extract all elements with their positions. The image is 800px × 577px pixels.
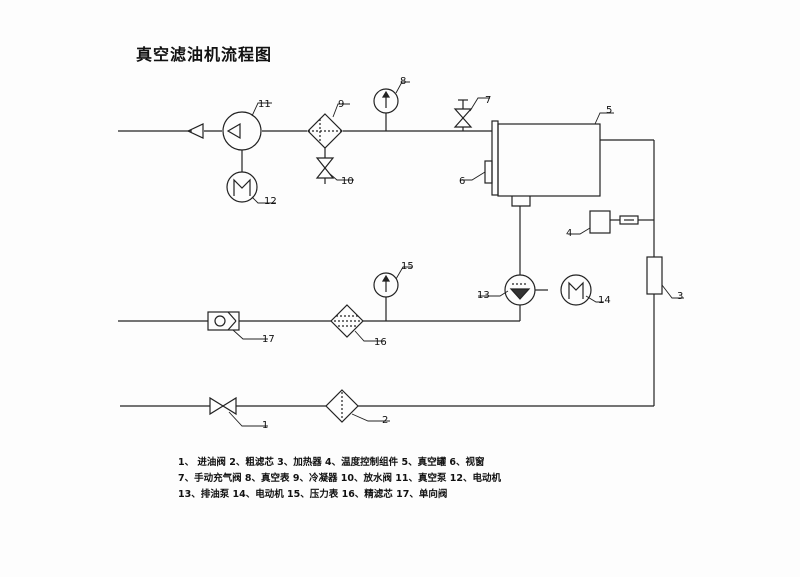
heater-3 bbox=[646, 256, 663, 295]
leader-lines bbox=[228, 81, 684, 427]
label-8: 8 bbox=[400, 76, 406, 87]
label-17: 17 bbox=[262, 334, 275, 345]
label-9: 9 bbox=[338, 99, 344, 110]
label-16: 16 bbox=[374, 337, 387, 348]
label-2: 2 bbox=[382, 415, 388, 426]
top-outlet-arrow bbox=[186, 123, 204, 139]
label-12: 12 bbox=[264, 196, 277, 207]
label-4: 4 bbox=[566, 228, 572, 239]
label-7: 7 bbox=[485, 95, 491, 106]
diagram-title: 真空滤油机流程图 bbox=[136, 45, 273, 64]
label-11: 11 bbox=[258, 99, 271, 110]
legend: 1、 进油阀 2、粗滤芯 3、加热器 4、温度控制组件 5、真空罐 6、视窗 7… bbox=[178, 455, 778, 503]
label-3: 3 bbox=[677, 291, 683, 302]
vacuum-gauge-8 bbox=[373, 88, 399, 131]
label-5: 5 bbox=[606, 105, 612, 116]
label-15: 15 bbox=[401, 261, 414, 272]
motor-12 bbox=[226, 171, 258, 203]
manual-air-valve-7 bbox=[453, 99, 473, 131]
oil-discharge-pump-13 bbox=[504, 274, 548, 306]
drain-valve-10 bbox=[315, 157, 335, 184]
label-6: 6 bbox=[459, 176, 465, 187]
sight-window-6 bbox=[484, 160, 493, 184]
label-13: 13 bbox=[477, 290, 490, 301]
label-14: 14 bbox=[598, 295, 611, 306]
coarse-filter-2 bbox=[325, 389, 359, 423]
legend-line-2: 7、手动充气阀 8、真空表 9、冷凝器 10、放水阀 11、真空泵 12、电动机 bbox=[178, 473, 502, 484]
temperature-control-4 bbox=[589, 210, 654, 234]
middle-pipe-line bbox=[118, 305, 521, 322]
check-valve-17 bbox=[207, 311, 240, 331]
label-1: 1 bbox=[262, 420, 268, 431]
inlet-valve-1 bbox=[209, 396, 237, 416]
fine-filter-16 bbox=[330, 304, 364, 338]
label-10: 10 bbox=[341, 176, 354, 187]
vacuum-pump-11 bbox=[222, 111, 262, 172]
pressure-gauge-15 bbox=[373, 272, 399, 321]
motor-14 bbox=[560, 274, 592, 306]
legend-line-3: 13、排油泵 14、电动机 15、压力表 16、精滤芯 17、单向阀 bbox=[178, 489, 448, 500]
vacuum-tank-5 bbox=[491, 120, 601, 207]
legend-line-1: 1、 进油阀 2、粗滤芯 3、加热器 4、温度控制组件 5、真空罐 6、视窗 bbox=[178, 457, 485, 468]
condenser-9 bbox=[307, 113, 343, 158]
